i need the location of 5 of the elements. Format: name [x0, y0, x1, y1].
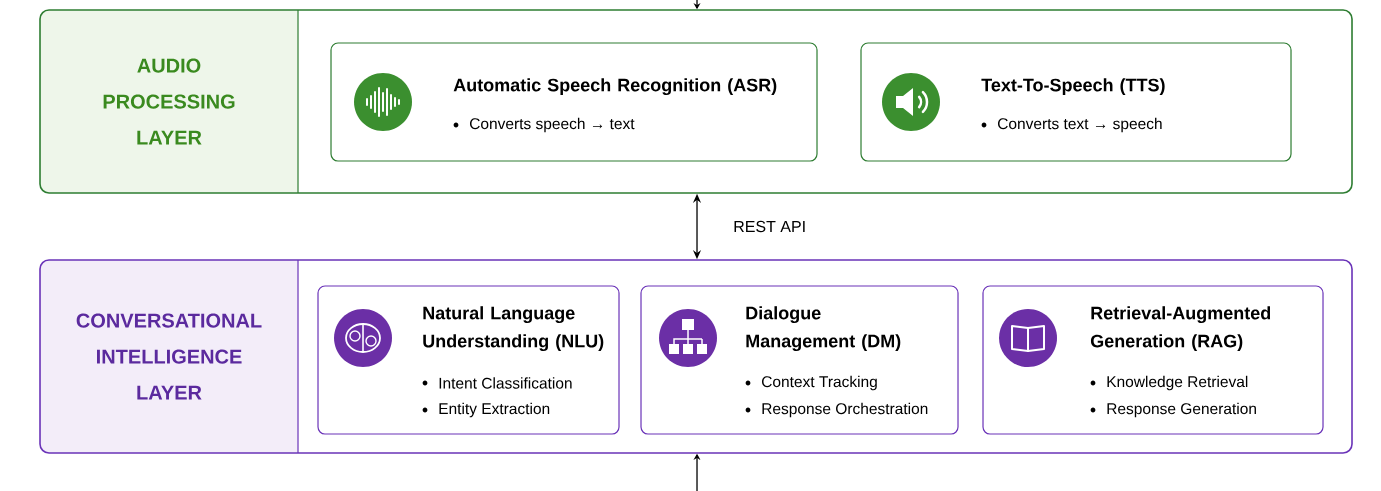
module-card: Text-To-Speech (TTS) Converts text → speech [860, 42, 1292, 162]
module-card: Retrieval-Augmented Generation (RAG) Knowledge Retrieval Response Generation [982, 285, 1324, 435]
module-card: Dialogue Management (DM) Context Tracking Response Orchestration [640, 285, 959, 435]
module-card: Natural Language Understanding (NLU) Intent Classification Entity Extraction [317, 285, 620, 435]
module-card: Automatic Speech Recognition (ASR) Converts speech → text [330, 42, 818, 162]
